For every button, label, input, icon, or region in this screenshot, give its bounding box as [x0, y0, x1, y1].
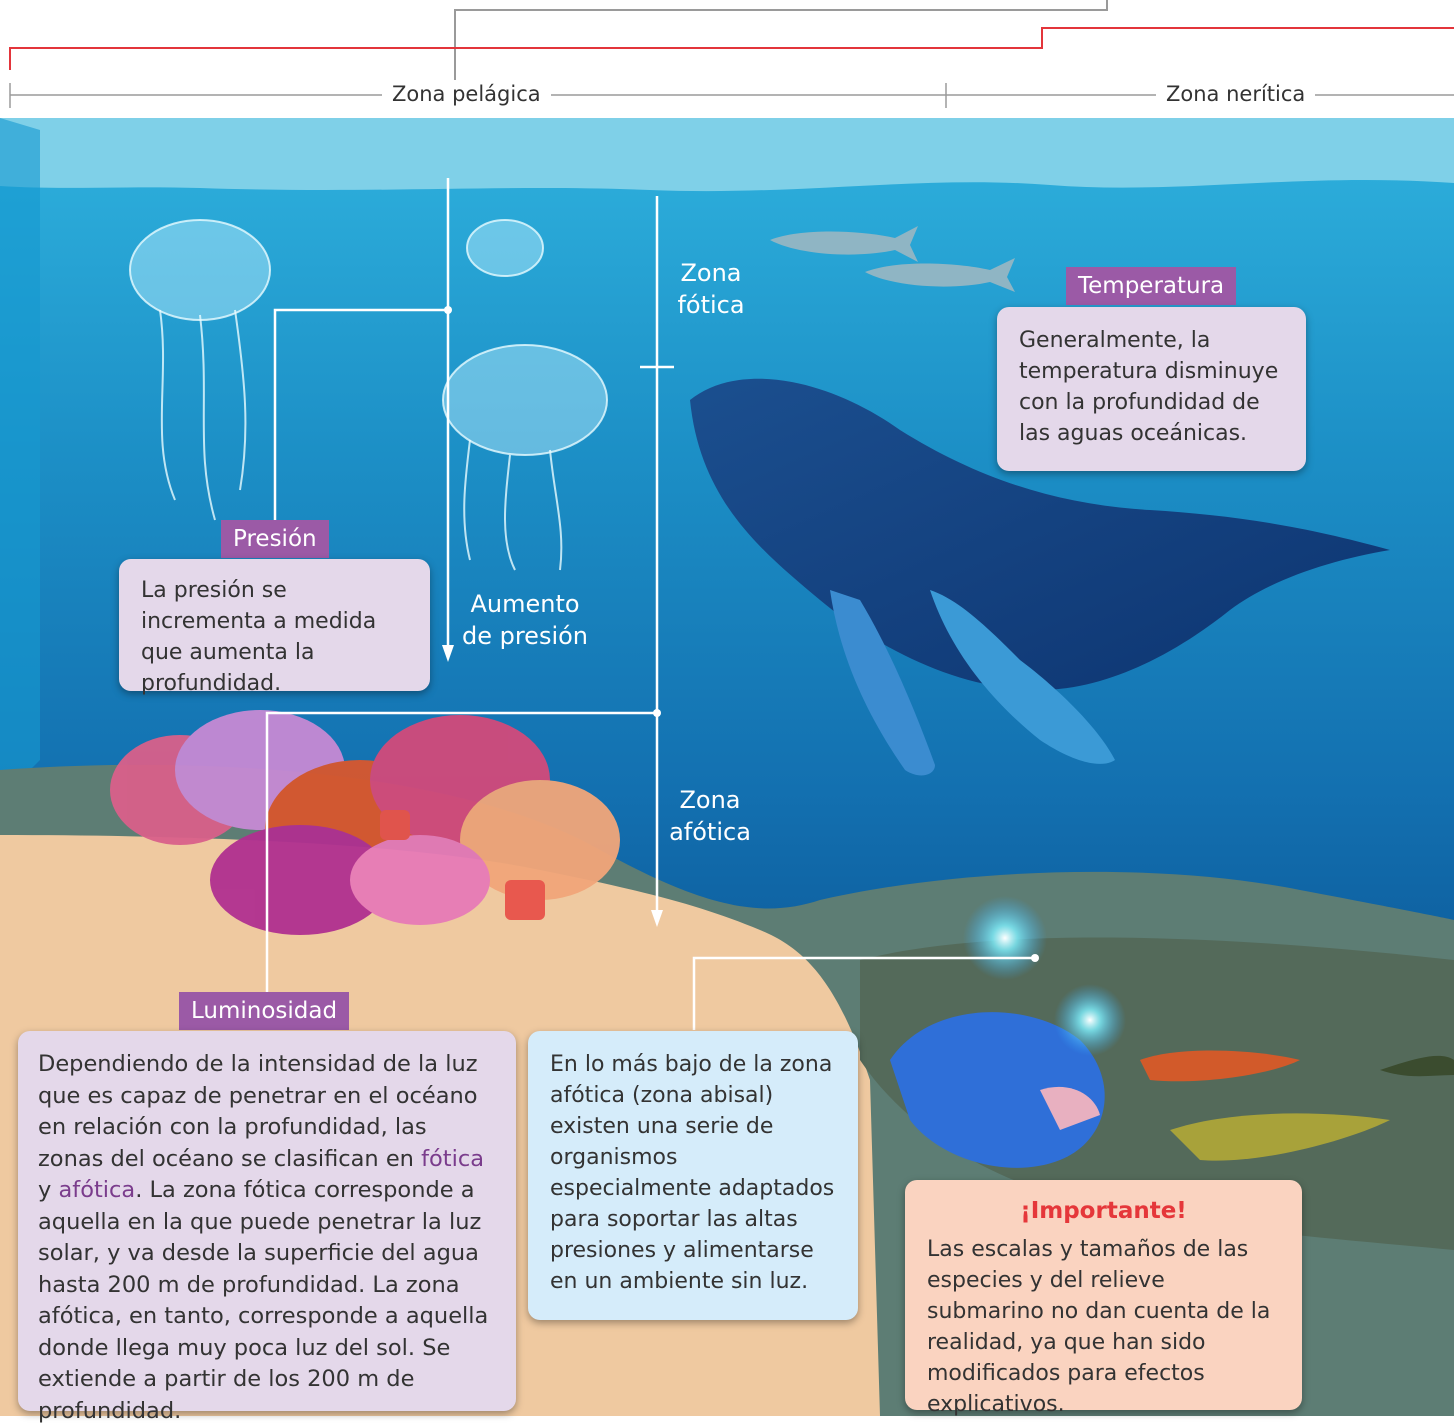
luminosidad-text: Dependiendo de la intensidad de la luz q…	[38, 1049, 496, 1427]
zona-pelagica-label: Zona pelágica	[382, 80, 551, 108]
presion-text: La presión se incrementa a medida que au…	[141, 575, 408, 699]
aumento-presion-label: Aumento de presión	[455, 588, 595, 652]
keyword-fotica: fótica	[421, 1146, 484, 1172]
luminosidad-conjunction: y	[38, 1177, 51, 1203]
keyword-afotica: afótica	[58, 1177, 135, 1203]
zona-afotica-label: Zona afótica	[660, 784, 760, 848]
luminosidad-tag: Luminosidad	[179, 992, 349, 1030]
luminosidad-box: Dependiendo de la intensidad de la luz q…	[18, 1031, 516, 1411]
zona-afotica-line2: afótica	[660, 816, 760, 848]
temperatura-box: Generalmente, la temperatura disminuye c…	[997, 307, 1306, 471]
zona-fotica-line1: Zona	[665, 257, 757, 289]
importante-text: Las escalas y tamaños de las especies y …	[927, 1234, 1280, 1420]
abisal-box: En lo más bajo de la zona afótica (zona …	[528, 1031, 858, 1320]
luminosidad-text-part2: . La zona fótica corresponde a aquella e…	[38, 1177, 488, 1424]
luminosidad-text-part1: Dependiendo de la intensidad de la luz q…	[38, 1051, 478, 1172]
abisal-text: En lo más bajo de la zona afótica (zona …	[550, 1049, 836, 1297]
importante-title: ¡Importante!	[927, 1194, 1280, 1228]
zona-neritica-label: Zona nerítica	[1156, 80, 1315, 108]
presion-tag: Presión	[221, 520, 329, 558]
zona-fotica-line2: fótica	[665, 289, 757, 321]
zona-fotica-label: Zona fótica	[665, 257, 757, 321]
presion-box: La presión se incrementa a medida que au…	[119, 559, 430, 691]
temperatura-tag: Temperatura	[1066, 267, 1236, 305]
water-surface	[0, 118, 1454, 191]
aumento-presion-line2: de presión	[455, 620, 595, 652]
temperatura-text: Generalmente, la temperatura disminuye c…	[1019, 325, 1284, 449]
zona-afotica-line1: Zona	[660, 784, 760, 816]
aumento-presion-line1: Aumento	[455, 588, 595, 620]
importante-box: ¡Importante! Las escalas y tamaños de la…	[905, 1180, 1302, 1410]
